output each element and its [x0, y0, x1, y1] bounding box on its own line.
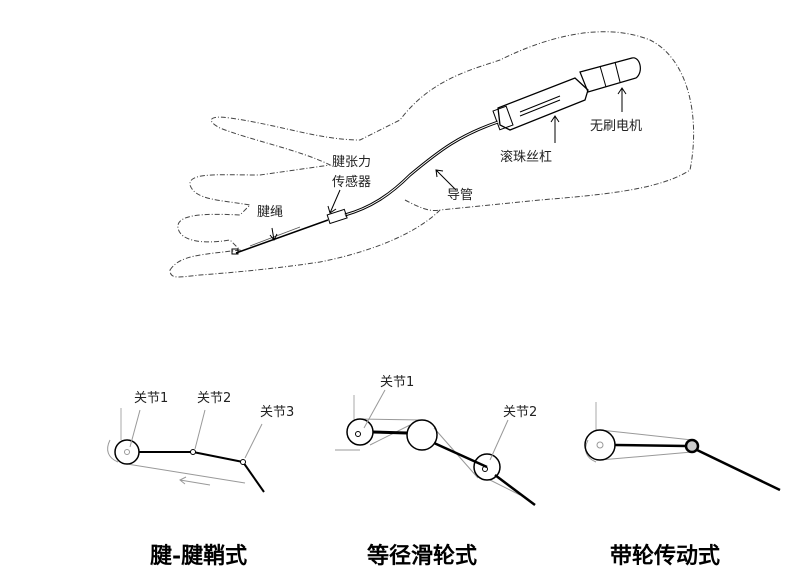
- joint-label: 关节1: [134, 391, 168, 406]
- finger-hint: [404, 199, 441, 211]
- annotation-arrows: [269, 87, 627, 241]
- caption-belt-drive: 带轮传动式: [610, 543, 720, 569]
- label-sensor-2: 传感器: [332, 174, 371, 190]
- belt-drive-diagram: [584, 402, 781, 492]
- label-tendon: 腱绳: [257, 205, 283, 220]
- joint-label: 关节2: [197, 391, 231, 406]
- label-ball-screw: 滚珠丝杠: [500, 149, 552, 165]
- hand-outline: [169, 31, 695, 278]
- tendon-tension-sensor: [326, 208, 348, 225]
- label-guide-tube: 导管: [447, 188, 473, 203]
- joint-label: 关节1: [380, 375, 414, 390]
- joint-label: 关节3: [260, 405, 294, 420]
- label-motor: 无刷电机: [590, 119, 642, 134]
- ball-screw: [492, 77, 589, 131]
- joint-label: 关节2: [503, 405, 537, 420]
- tendon-cable: [235, 219, 329, 254]
- brushless-motor: [579, 57, 641, 93]
- tendon-sheath-diagram: [107, 408, 265, 493]
- label-sensor-1: 腱张力: [332, 155, 371, 170]
- caption-tendon-sheath: 腱-腱鞘式: [150, 543, 247, 569]
- caption-equal-pulley: 等径滑轮式: [367, 543, 477, 569]
- equal-pulley-diagram: [335, 389, 536, 506]
